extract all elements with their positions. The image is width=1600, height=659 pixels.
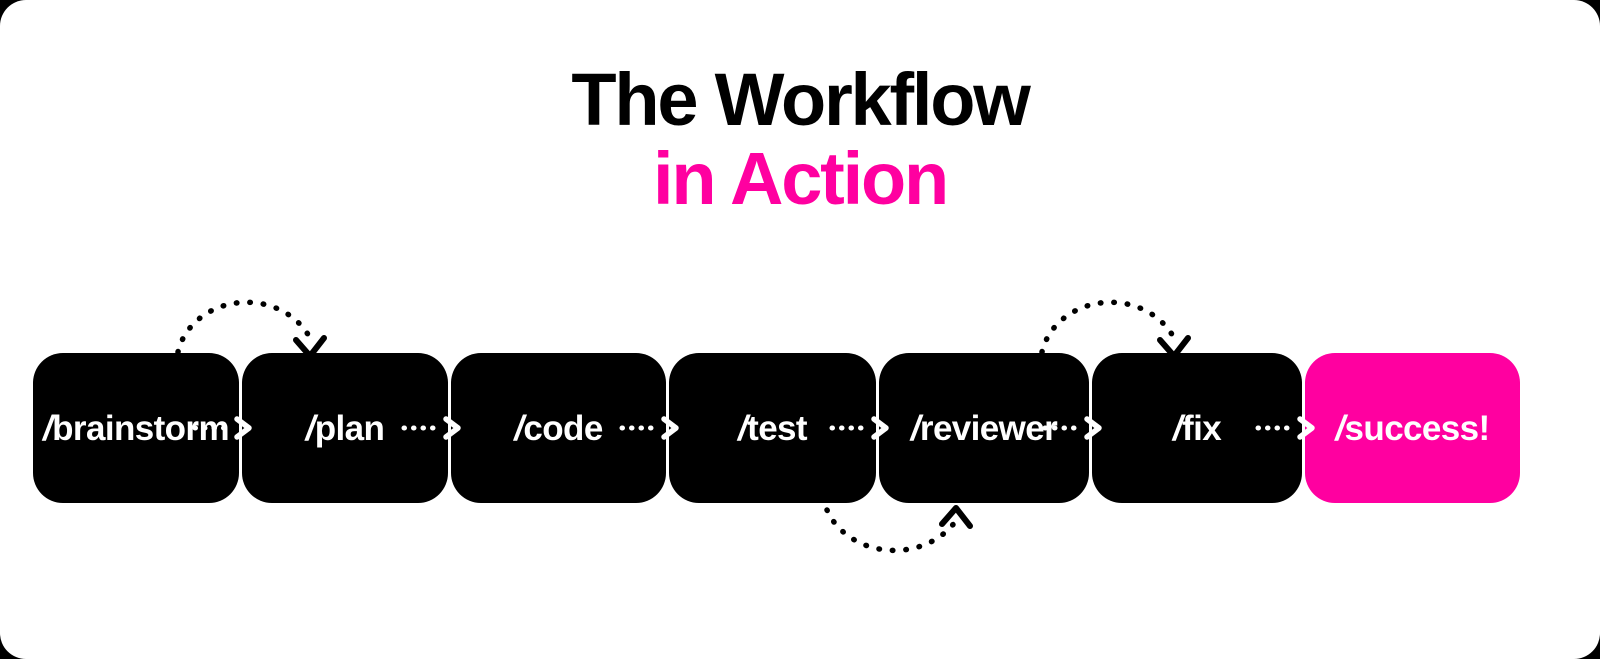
dotted-arc-arrow-down-icon-brainstorm-plan	[168, 272, 328, 359]
stage-pill-plan[interactable]: /plan	[242, 353, 448, 503]
stage-pill-fix[interactable]: /fix	[1092, 353, 1302, 503]
stage-label: /test	[738, 408, 808, 448]
stage-pill-brainstorm[interactable]: /brainstorm	[33, 353, 239, 503]
workflow-stage-plan: /plan	[242, 353, 461, 503]
stage-label: /brainstorm	[43, 408, 230, 448]
title-line-accent: in Action	[653, 136, 949, 220]
stage-label: /fix	[1172, 408, 1222, 448]
dotted-arc-arrow-down-icon-reviewer-fix	[1032, 272, 1192, 359]
workflow-stage-success: /success!	[1305, 353, 1520, 503]
stage-label: /reviewer	[910, 408, 1058, 448]
stage-pill-code[interactable]: /code	[451, 353, 666, 503]
workflow-stage-code: /code	[451, 353, 679, 503]
stage-pill-reviewer[interactable]: /reviewer	[879, 353, 1089, 503]
workflow-stage-reviewer: /reviewer	[879, 353, 1102, 503]
title-line-primary: The Workflow	[571, 58, 1031, 141]
stage-pill-success[interactable]: /success!	[1305, 353, 1520, 503]
workflow-stage-fix: /fix	[1092, 353, 1315, 503]
stage-label: /plan	[305, 408, 385, 448]
page-title: The Workflow in Action	[0, 58, 1600, 220]
stage-pill-test[interactable]: /test	[669, 353, 876, 503]
workflow-stage-brainstorm: /brainstorm	[33, 353, 252, 503]
stage-label: /success!	[1335, 408, 1490, 448]
stage-label: /code	[514, 408, 603, 448]
dotted-arc-arrow-up-icon-test-reviewer	[815, 502, 975, 588]
workflow-pipeline: /brainstorm/plan/code/test/reviewer/fix /…	[33, 353, 1540, 503]
workflow-stage-test: /test	[669, 353, 889, 503]
